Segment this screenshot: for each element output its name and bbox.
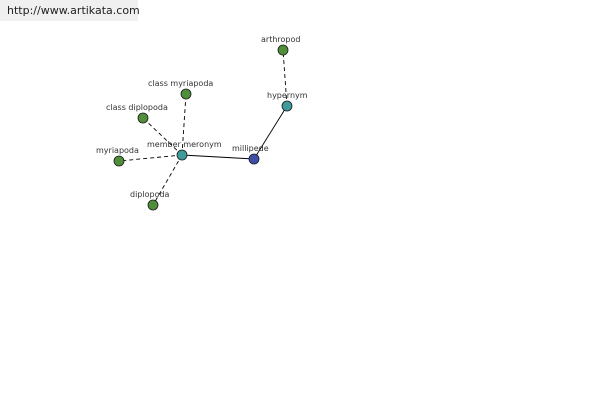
node-myriapoda-dot[interactable] — [113, 155, 125, 167]
node-class-myriapoda-label[interactable]: class myriapoda — [148, 79, 213, 88]
node-hypernym-dot[interactable] — [281, 100, 293, 112]
edges — [118, 49, 288, 206]
node-arthropod[interactable]: arthropod — [261, 35, 300, 56]
node-arthropod-dot[interactable] — [277, 44, 289, 56]
edge-hypernym-arthropod — [282, 49, 288, 107]
edge-millipede-member-meronym — [181, 154, 255, 160]
edge-member-meronym-class-myriapoda — [181, 93, 187, 156]
edge-member-meronym-diplopoda — [152, 154, 183, 206]
node-diplopoda-label[interactable]: diplopoda — [130, 190, 170, 199]
node-hypernym[interactable]: hypernym — [267, 91, 308, 112]
url-bar: http://www.artikata.com — [0, 0, 140, 21]
node-myriapoda[interactable]: myriapoda — [96, 146, 139, 167]
node-myriapoda-label[interactable]: myriapoda — [96, 146, 139, 155]
node-diplopoda[interactable]: diplopoda — [130, 190, 170, 211]
node-class-diplopoda[interactable]: class diplopoda — [106, 103, 168, 124]
node-millipede-dot[interactable] — [248, 153, 260, 165]
node-class-myriapoda[interactable]: class myriapoda — [148, 79, 213, 100]
node-millipede-label[interactable]: millipede — [232, 144, 269, 153]
site-url[interactable]: http://www.artikata.com — [7, 4, 140, 17]
node-hypernym-label[interactable]: hypernym — [267, 91, 308, 100]
node-member-meronym[interactable]: member meronym — [147, 140, 222, 161]
node-millipede[interactable]: millipede — [232, 144, 269, 165]
node-member-meronym-dot[interactable] — [176, 149, 188, 161]
node-arthropod-label[interactable]: arthropod — [261, 35, 300, 44]
node-class-myriapoda-dot[interactable] — [180, 88, 192, 100]
node-class-diplopoda-dot[interactable] — [137, 112, 149, 124]
node-class-diplopoda-label[interactable]: class diplopoda — [106, 103, 168, 112]
node-member-meronym-label[interactable]: member meronym — [147, 140, 222, 149]
edge-millipede-hypernym — [253, 105, 288, 160]
edge-member-meronym-myriapoda — [118, 154, 183, 162]
node-diplopoda-dot[interactable] — [147, 199, 159, 211]
edge-member-meronym-class-diplopoda — [142, 117, 183, 156]
